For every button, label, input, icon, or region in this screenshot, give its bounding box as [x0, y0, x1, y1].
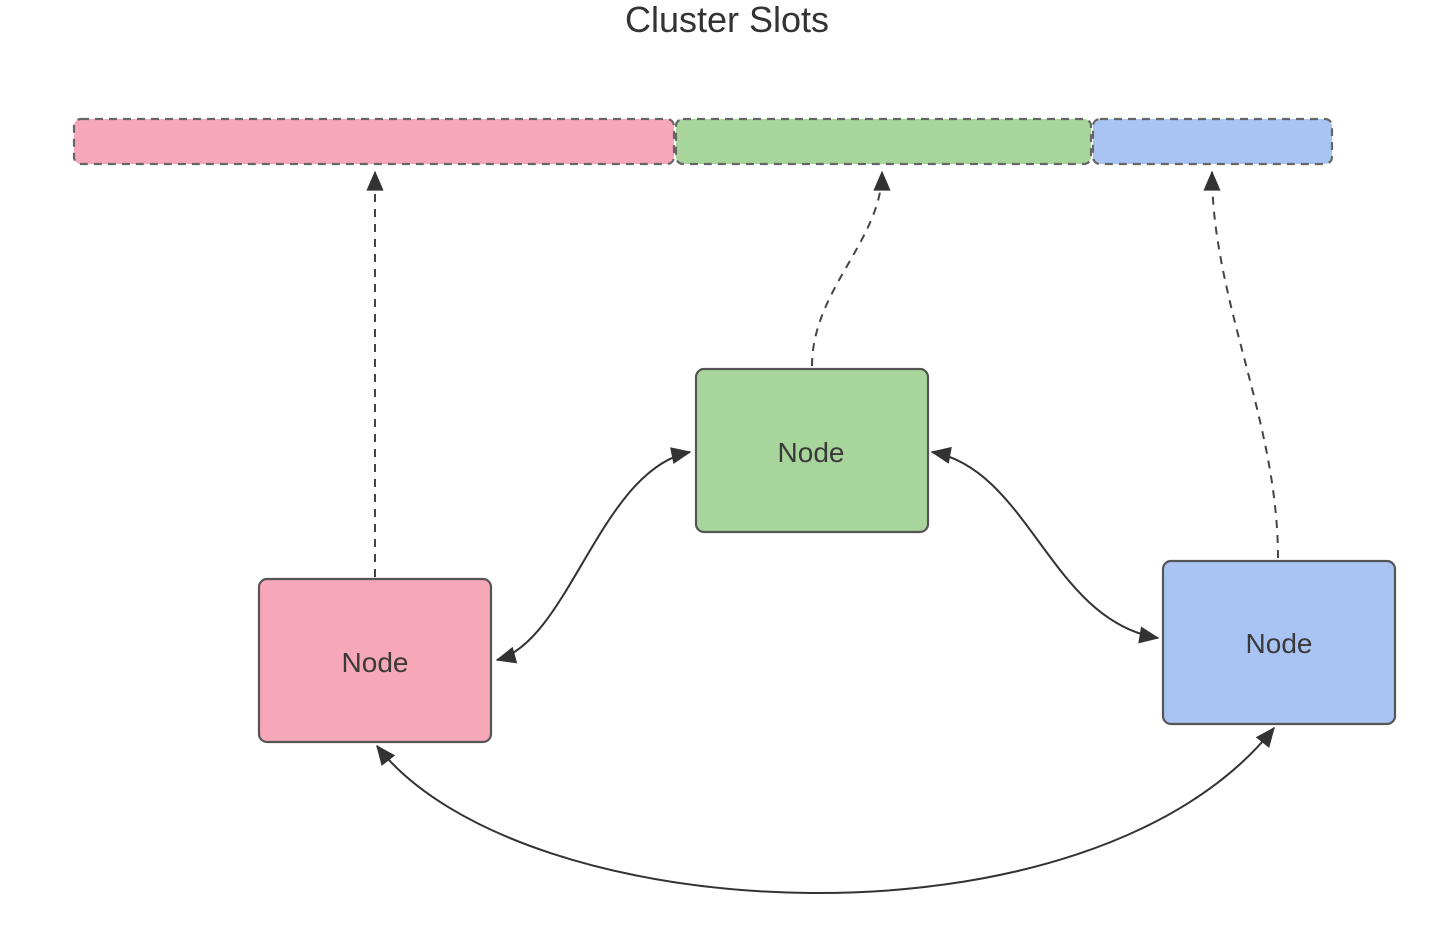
ownership-link-blue — [1203, 170, 1279, 559]
peer-link-green-blue — [930, 446, 1160, 644]
node-blue — [1161, 559, 1397, 726]
node-pink-group: Node — [257, 577, 493, 744]
slot-ownership-links — [366, 170, 1279, 577]
ownership-link-green — [811, 170, 891, 367]
node-blue-group: Node — [1161, 559, 1397, 726]
peer-links — [376, 446, 1275, 894]
slot-range-green — [674, 117, 1093, 166]
node-pink-label: Node — [342, 647, 409, 678]
slot-range-blue — [1091, 117, 1334, 166]
diagram-title: Cluster Slots — [625, 0, 829, 40]
node-green-label: Node — [778, 437, 845, 468]
node-blue-label: Node — [1246, 628, 1313, 659]
peer-link-pink-green — [495, 447, 692, 664]
node-green-group: Node — [694, 367, 930, 534]
slot-bar — [72, 117, 1334, 166]
slot-range-pink — [72, 117, 676, 166]
node-green — [694, 367, 930, 534]
node-pink — [257, 577, 493, 744]
peer-link-pink-blue — [376, 726, 1275, 894]
